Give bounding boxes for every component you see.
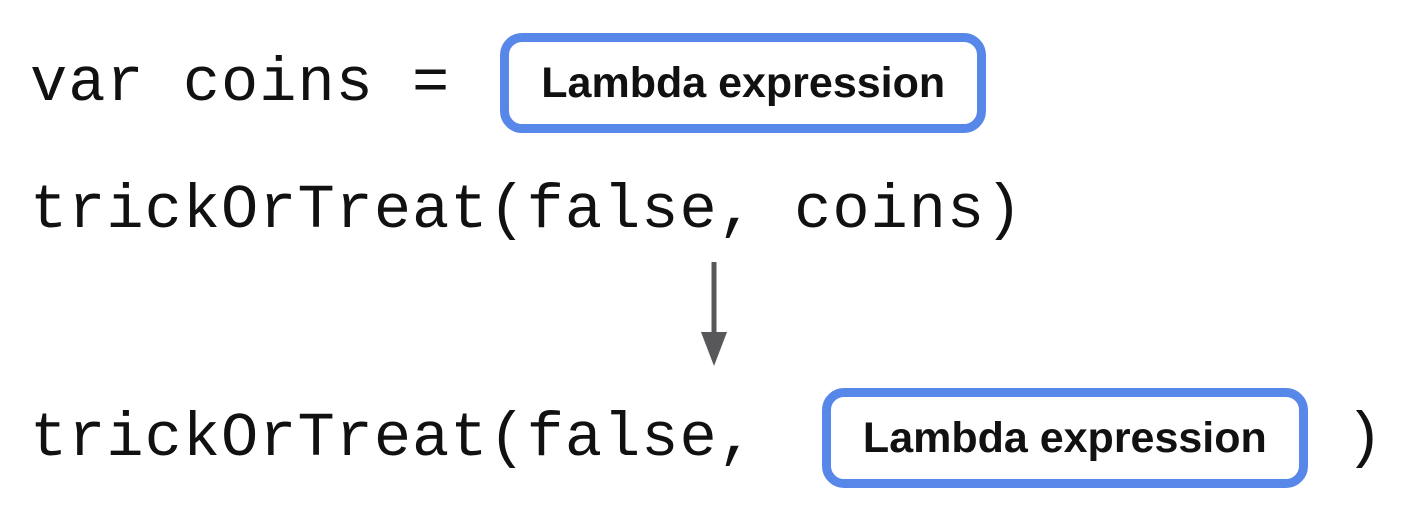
lambda-expression-box-1: Lambda expression	[500, 33, 987, 133]
lambda-expression-box-2: Lambda expression	[821, 388, 1308, 488]
code-call-with-variable: trickOrTreat(false, coins)	[30, 174, 1024, 246]
code-call-closing-paren: )	[1345, 402, 1385, 474]
lambda-expression-label-1: Lambda expression	[541, 58, 946, 107]
code-call-prefix: trickOrTreat(false,	[30, 402, 756, 474]
code-line-call-after: trickOrTreat(false, Lambda expression )	[30, 388, 1384, 488]
code-var-declaration: var coins =	[30, 47, 451, 119]
lambda-expression-label-2: Lambda expression	[862, 413, 1267, 462]
code-line-call-before: trickOrTreat(false, coins)	[30, 174, 1024, 246]
code-line-declaration: var coins = Lambda expression	[30, 33, 987, 133]
down-arrow-icon	[699, 262, 729, 367]
